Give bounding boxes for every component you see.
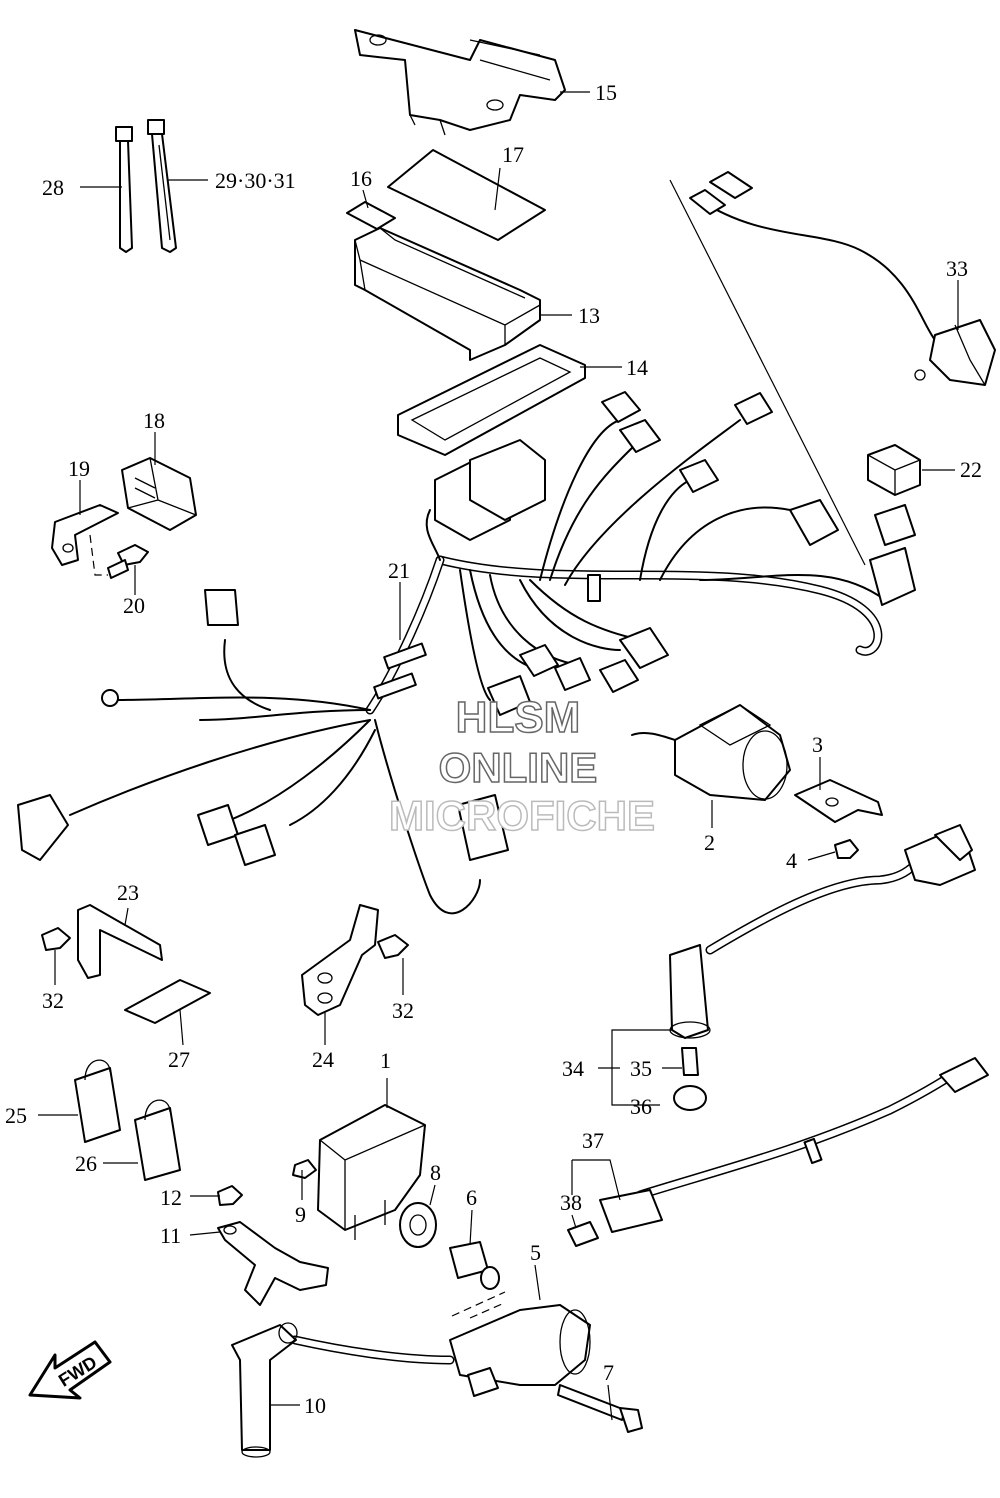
part-18-relay (121, 457, 197, 531)
part-14-strap (397, 344, 586, 456)
callout-18: 18 (143, 408, 165, 433)
part-26-connector (134, 1099, 181, 1181)
part-38-fuse (567, 1221, 599, 1247)
callout-3: 3 (812, 732, 823, 757)
callout-23: 23 (117, 880, 139, 905)
watermark-line-3: MICROFICHE (389, 792, 655, 839)
callout-labels: 1 2 3 4 5 6 7 8 9 10 11 12 13 14 15 16 1… (5, 80, 982, 1418)
callout-32-left: 32 (42, 988, 64, 1013)
callout-6: 6 (466, 1185, 477, 1210)
watermark-line-2: ONLINE (439, 744, 598, 791)
callout-16: 16 (350, 166, 372, 191)
callout-33: 33 (946, 256, 968, 281)
callout-17: 17 (502, 142, 524, 167)
part-29-cable-tie (147, 119, 177, 253)
callout-27: 27 (168, 1047, 190, 1072)
callout-15: 15 (595, 80, 617, 105)
callout-7: 7 (603, 1360, 614, 1385)
part-19-bracket (51, 504, 119, 566)
leader-lines (38, 91, 959, 1421)
callout-32-right: 32 (392, 998, 414, 1023)
watermark-line-1: HLSM (456, 693, 581, 742)
callout-35: 35 (630, 1056, 652, 1081)
callout-24: 24 (312, 1047, 334, 1072)
part-34-plug-cap-lead (669, 824, 976, 1111)
fwd-arrow-icon: FWD (28, 1340, 112, 1400)
callout-25: 25 (5, 1103, 27, 1128)
callout-26: 26 (75, 1151, 97, 1176)
part-24-bracket (301, 904, 379, 1016)
part-9-nut (292, 1159, 317, 1179)
part-6-plug (449, 1241, 500, 1290)
part-23-bracket (77, 904, 163, 979)
callout-8: 8 (430, 1160, 441, 1185)
part-12-bolt (217, 1185, 243, 1206)
part-13-ecu (354, 227, 541, 361)
part-2-capacitor (631, 704, 791, 801)
callout-10: 10 (304, 1393, 326, 1418)
callout-1: 1 (380, 1048, 391, 1073)
part-37-lead (599, 1057, 989, 1233)
callout-4: 4 (786, 848, 797, 873)
watermark: HLSM ONLINE MICROFICHE (388, 692, 656, 840)
callout-20: 20 (123, 593, 145, 618)
callout-36: 36 (630, 1094, 652, 1119)
callout-37: 37 (582, 1128, 604, 1153)
part-17-pad (387, 149, 546, 241)
callout-9: 9 (295, 1202, 306, 1227)
callout-13: 13 (578, 303, 600, 328)
part-22-relay (867, 444, 921, 496)
part-20-bolt (107, 544, 149, 579)
part-10-plug-cap (231, 1322, 298, 1458)
part-11-bracket (217, 1221, 329, 1306)
part-15-bracket (354, 29, 566, 136)
callout-2: 2 (704, 830, 715, 855)
part-3-bracket (794, 779, 883, 823)
callout-14: 14 (626, 355, 648, 380)
part-16-pad (346, 201, 396, 230)
part-21-main-harness (17, 391, 916, 915)
part-4-screw (834, 839, 859, 859)
callout-22: 22 (960, 457, 982, 482)
callout-5: 5 (530, 1240, 541, 1265)
part-33-sensor (689, 171, 996, 386)
part-32-bolt-left (41, 927, 71, 951)
callout-29-30-31: 29·30·31 (215, 168, 296, 193)
callout-28: 28 (42, 175, 64, 200)
callout-38: 38 (560, 1190, 582, 1215)
part-32-bolt-right (377, 934, 409, 959)
callout-19: 19 (68, 456, 90, 481)
part-25-connector (74, 1059, 121, 1143)
part-8-grommet (399, 1202, 437, 1248)
callout-34: 34 (562, 1056, 584, 1081)
callout-21: 21 (388, 558, 410, 583)
part-5-ignition-coil (290, 1304, 591, 1397)
part-27-pad (124, 979, 211, 1024)
part-7-bolt (557, 1384, 643, 1433)
callout-12: 12 (160, 1185, 182, 1210)
part-1-regulator (317, 1104, 426, 1240)
part-28-cable-tie (115, 126, 133, 253)
callout-11: 11 (160, 1223, 181, 1248)
